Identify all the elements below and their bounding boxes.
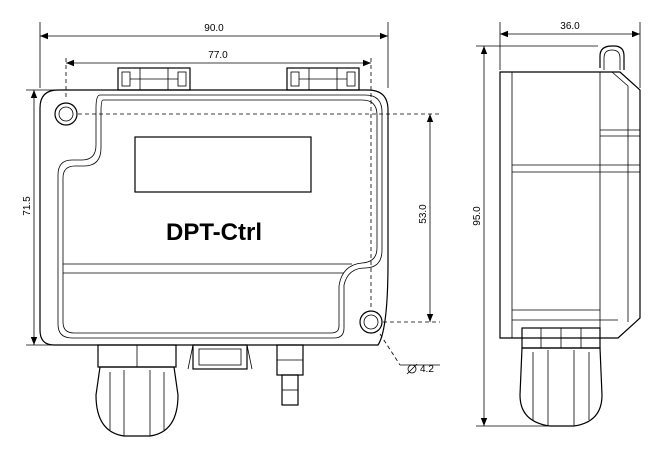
svg-text:53.0: 53.0 [418, 204, 429, 224]
housing-inner-outline [57, 94, 383, 339]
top-connector-left [117, 67, 191, 91]
svg-text:95.0: 95.0 [472, 206, 483, 226]
svg-text:90.0: 90.0 [204, 23, 224, 34]
svg-text:77.0: 77.0 [208, 50, 228, 61]
side-housing [499, 71, 641, 339]
mounting-hole-bottom-right [359, 310, 383, 334]
dimension-hole-spacing-vertical: 53.0 [418, 114, 434, 322]
side-view [476, 22, 641, 427]
device-label: DPT-Ctrl [166, 219, 262, 246]
dimension-side-depth: 36.0 [500, 21, 640, 38]
top-connector-right [286, 67, 360, 91]
svg-text:4.2: 4.2 [420, 364, 434, 375]
front-view: DPT-Ctrl [26, 22, 440, 437]
dimension-hole-diameter: 4.2 [400, 363, 440, 375]
dimension-overall-width: 90.0 [40, 23, 388, 40]
cable-gland [95, 344, 179, 437]
pressure-port [276, 344, 304, 406]
display-window [134, 136, 312, 193]
side-cable-gland [519, 327, 603, 427]
svg-text:36.0: 36.0 [560, 21, 580, 32]
housing-outline [39, 89, 389, 346]
dimension-body-height: 71.5 [22, 90, 38, 345]
dimension-hole-spacing-horizontal: 77.0 [66, 50, 371, 67]
dimension-side-height: 95.0 [472, 46, 488, 426]
bottom-connector [187, 344, 253, 370]
mounting-hole-top-left [54, 102, 78, 126]
svg-text:71.5: 71.5 [22, 196, 33, 216]
